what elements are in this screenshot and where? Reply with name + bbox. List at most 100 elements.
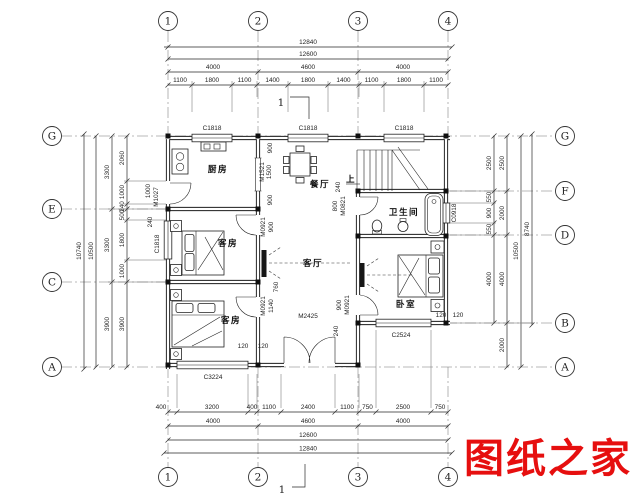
dim-label: 4000 — [396, 418, 411, 425]
nightstand — [430, 240, 445, 254]
dim-label: 2000 — [499, 205, 506, 220]
dim-label: 8740 — [524, 221, 531, 236]
dim-label: 120 — [453, 312, 464, 319]
door-code: M0821 — [340, 196, 347, 216]
dim-label: 12600 — [299, 432, 317, 439]
dim-label: 10740 — [76, 242, 83, 260]
dimension-lines — [81, 44, 535, 456]
dim-label: 400 — [247, 404, 258, 411]
door-m0921-bedroom — [359, 294, 379, 316]
guest-a-furniture — [170, 220, 225, 276]
window-code: C1818 — [203, 125, 222, 132]
dim-label: 4000 — [499, 271, 506, 286]
section-number: 1 — [279, 484, 286, 496]
dim-label: 3200 — [205, 404, 220, 411]
dim-label: 1100 — [238, 77, 252, 84]
wash-basin — [397, 221, 409, 232]
window-code: C2524 — [392, 332, 411, 339]
room-label-dining: 餐厅 — [309, 178, 330, 189]
opening-m1521 — [254, 157, 262, 192]
opening-codes: C1818 C1818 C1818 C1818 C0918 C2524 C322… — [153, 125, 458, 381]
nightstand — [170, 220, 182, 232]
doors — [169, 157, 379, 364]
dim-label: 550 — [486, 223, 493, 234]
grid-col-label: 2 — [255, 16, 262, 28]
dim-label: 120 — [258, 343, 269, 350]
dim-label: 10500 — [513, 242, 520, 260]
dim-label: 1100 — [173, 77, 187, 84]
dim-label: 3300 — [104, 164, 111, 179]
window-code: C1818 — [154, 234, 161, 253]
dim-label: 760 — [273, 281, 280, 292]
dim-label: 1800 — [397, 77, 412, 84]
window-code: C1818 — [395, 125, 414, 132]
room-label-kitchen: 厨房 — [208, 163, 228, 174]
door-m0921-guest-a — [235, 214, 257, 236]
dim-label: 4000 — [396, 64, 411, 71]
grid-row-label: A — [560, 362, 569, 374]
door-m1027 — [169, 182, 192, 205]
dim-label: 120 — [436, 312, 447, 319]
guest-b-furniture — [170, 289, 225, 360]
section-number: 1 — [278, 97, 285, 109]
dining-table — [283, 145, 317, 184]
dim-label: 3900 — [119, 316, 126, 331]
dim-label: 550 — [486, 191, 493, 202]
room-label-bath: 卫生间 — [389, 206, 419, 217]
door-code: M0921 — [260, 296, 267, 316]
dim-label: 4600 — [301, 418, 316, 425]
dim-label: 400 — [156, 404, 167, 411]
dim-label: 2400 — [301, 404, 316, 411]
dim-label: 12840 — [299, 39, 317, 46]
tv-unit — [359, 263, 365, 287]
grid-col-label: 1 — [165, 16, 172, 28]
stairs-up-label: 上 — [346, 173, 356, 184]
dim-label: 2500 — [396, 404, 411, 411]
room-labels: 厨房 餐厅 客厅 卫生间 卧室 客房 客房 上 — [208, 163, 419, 325]
dim-label: 12840 — [299, 446, 317, 453]
door-code: M0921 — [344, 295, 351, 315]
window-code: C3224 — [204, 374, 223, 381]
grid-row-label: D — [561, 230, 569, 242]
dim-label: 900 — [336, 299, 343, 310]
dim-label: 1000 — [119, 184, 126, 199]
dim-label: 1100 — [262, 404, 276, 411]
dim-label: 240 — [335, 181, 342, 192]
window-c1818-top-1 — [191, 133, 233, 143]
site-logo: 图纸之家 — [464, 436, 632, 482]
dim-label: 1500 — [266, 164, 273, 179]
window-c1818-left — [163, 220, 173, 260]
nightstand — [430, 299, 445, 312]
dim-label: 1100 — [365, 77, 379, 84]
grid-col-label: 3 — [355, 472, 362, 484]
window-c1818-top-2 — [287, 133, 329, 143]
door-code: M0921 — [260, 217, 267, 237]
bedroom-furniture — [359, 240, 445, 312]
dim-label: 240 — [119, 201, 126, 212]
dim-label: 2060 — [119, 150, 126, 165]
section-markers: 1 1 — [278, 96, 310, 496]
dim-label: 800 — [332, 200, 339, 211]
dim-label: 900 — [267, 194, 274, 205]
dim-label: 1140 — [268, 299, 275, 313]
door-code: M1521 — [259, 162, 266, 182]
dim-label: 240 — [333, 325, 340, 336]
dim-label: 900 — [267, 142, 274, 153]
column-piers — [165, 133, 449, 368]
grid-col-label: 4 — [445, 472, 452, 484]
dim-label: 2500 — [499, 155, 506, 170]
dim-label: 1400 — [265, 77, 280, 84]
grid-row-label: B — [561, 318, 569, 330]
dim-label: 1100 — [429, 77, 443, 84]
staircase — [346, 146, 429, 191]
dim-label: 12600 — [299, 51, 317, 58]
dim-label: 750 — [362, 404, 373, 411]
dim-label: 2500 — [486, 155, 493, 170]
dim-label: 120 — [238, 343, 249, 350]
dim-label: 1400 — [336, 77, 351, 84]
window-c2524-bottom — [375, 318, 432, 328]
window-code: C0918 — [451, 203, 458, 222]
dim-label: 4000 — [486, 271, 493, 286]
dim-label: 3900 — [104, 316, 111, 331]
